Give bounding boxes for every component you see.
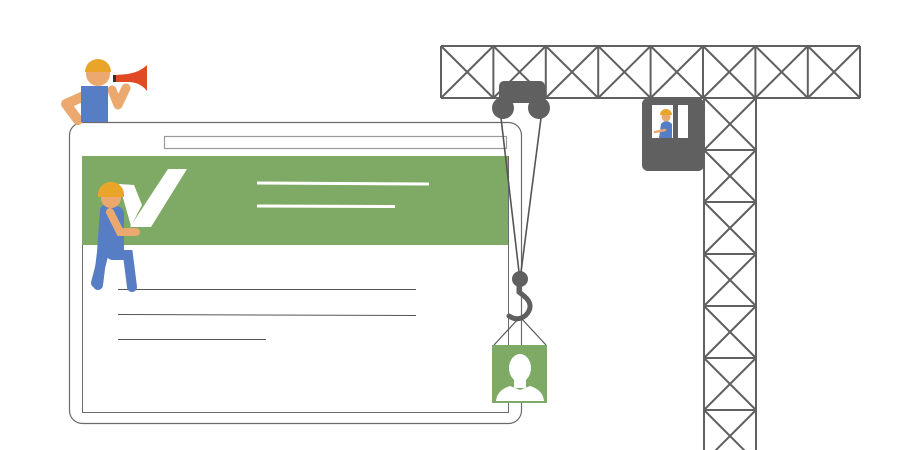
- megaphone-icon: [116, 65, 147, 91]
- user-silhouette-icon: [496, 354, 544, 401]
- mast-brace: [703, 253, 757, 307]
- trolley-wheel: [492, 97, 514, 119]
- mast-brace: [703, 305, 757, 359]
- profile-picture: [492, 345, 547, 403]
- mast-brace: [703, 201, 757, 255]
- jib-brace: [649, 45, 704, 99]
- worker-carrying-checkmark: [91, 181, 140, 292]
- worker-with-megaphone: [61, 59, 147, 125]
- crane-cab: [642, 98, 704, 171]
- mast-brace: [703, 149, 757, 203]
- trolley-wheel: [528, 97, 550, 119]
- helmet-icon: [97, 181, 124, 197]
- crane-hook: [493, 117, 547, 346]
- content-line-2: [117, 314, 417, 316]
- helmet-icon: [85, 59, 111, 72]
- banner-line-1: [256, 181, 430, 186]
- checkmark-icon: [119, 169, 187, 227]
- banner-line-2: [256, 204, 396, 208]
- crane-mast: [703, 97, 757, 450]
- hook-icon: [506, 283, 533, 322]
- crane-operator: [653, 109, 672, 138]
- jib-brace: [807, 45, 861, 99]
- jib-brace: [754, 45, 809, 99]
- mast-brace: [703, 97, 757, 151]
- mast-brace: [703, 409, 746, 450]
- jib-brace: [702, 45, 757, 99]
- cab-door-window: [678, 105, 688, 138]
- header-banner: [82, 156, 508, 245]
- address-bar: [163, 135, 508, 150]
- jib-brace: [440, 45, 495, 99]
- tablet-mockup: [68, 121, 523, 425]
- jib-brace: [545, 45, 599, 99]
- mast-brace: [714, 409, 757, 450]
- mast-brace: [703, 357, 757, 411]
- jib-brace: [597, 45, 652, 99]
- crane-trolley: [492, 81, 550, 119]
